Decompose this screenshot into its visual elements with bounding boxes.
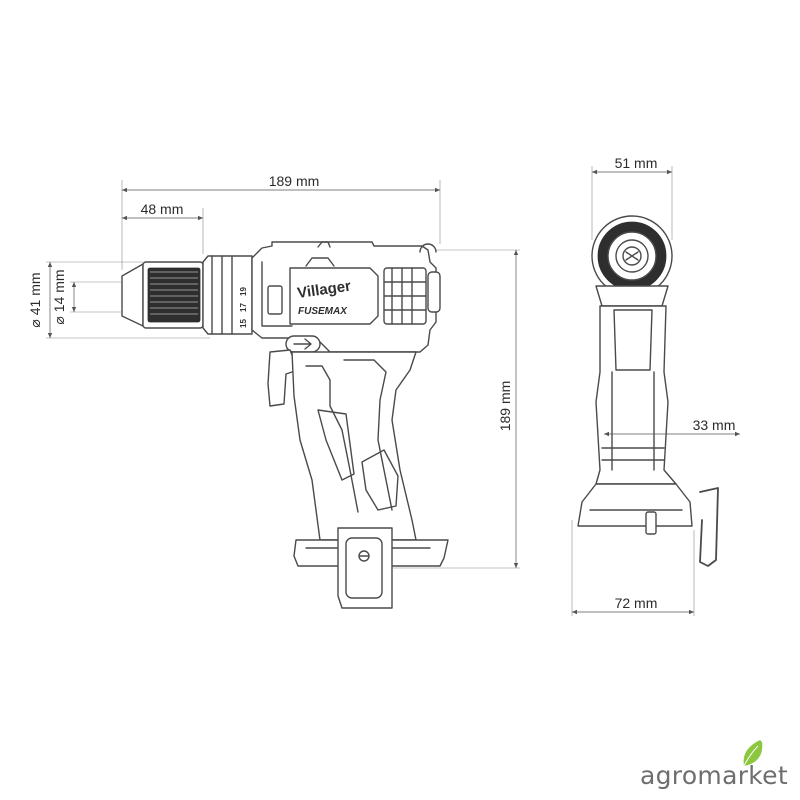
drill-handle — [267, 349, 417, 541]
dimension-arrowhead — [71, 282, 77, 287]
speed-mark-15: 15 — [239, 319, 248, 328]
dimension-arrowhead — [513, 563, 519, 568]
drill-side-view: 19 17 15 Villager FUSEMAX — [121, 241, 449, 609]
dimension-arrowhead — [71, 307, 77, 312]
dimension-arrowhead — [198, 215, 203, 221]
bit-diameter-label: ⌀ 14 mm — [51, 269, 67, 324]
dimension-arrowhead — [604, 431, 609, 437]
front-handle — [595, 305, 677, 485]
torque-ring: 19 17 15 — [202, 255, 253, 335]
battery-mount — [293, 527, 449, 609]
direction-switch — [285, 335, 321, 353]
front-chuck — [591, 215, 673, 297]
front-width-label: 51 mm — [615, 155, 658, 171]
base-width-label: 72 mm — [615, 595, 658, 611]
dimension-arrowhead — [122, 187, 127, 193]
dimension-arrowhead — [47, 262, 53, 267]
series-label: FUSEMAX — [298, 306, 348, 317]
dimension-arrowhead — [47, 333, 53, 338]
agromarket-logo: agromarket — [640, 740, 788, 790]
drill-front-view — [577, 215, 719, 567]
dimension-arrowhead — [592, 169, 597, 175]
dimension-lines — [46, 166, 740, 616]
overall-length-label: 189 mm — [269, 173, 320, 189]
speed-mark-17: 17 — [239, 303, 248, 312]
dimension-arrowhead — [122, 215, 127, 221]
front-base — [577, 483, 693, 535]
chuck-diameter-label: ⌀ 41 mm — [27, 272, 43, 327]
dimension-arrowhead — [689, 609, 694, 615]
chuck-length-label: 48 mm — [141, 201, 184, 217]
dimension-arrowhead — [667, 169, 672, 175]
dimension-arrowhead — [435, 187, 440, 193]
motor-housing — [251, 241, 441, 353]
drill-chuck — [121, 261, 204, 329]
brand-watermark: agromarket — [640, 761, 788, 790]
dimension-arrowhead — [513, 250, 519, 255]
height-label: 189 mm — [497, 381, 513, 432]
belt-clip — [699, 487, 719, 567]
dimension-arrowhead — [735, 431, 740, 437]
grip-width-label: 33 mm — [693, 417, 736, 433]
dimension-arrowhead — [572, 609, 577, 615]
speed-mark-19: 19 — [239, 287, 248, 296]
